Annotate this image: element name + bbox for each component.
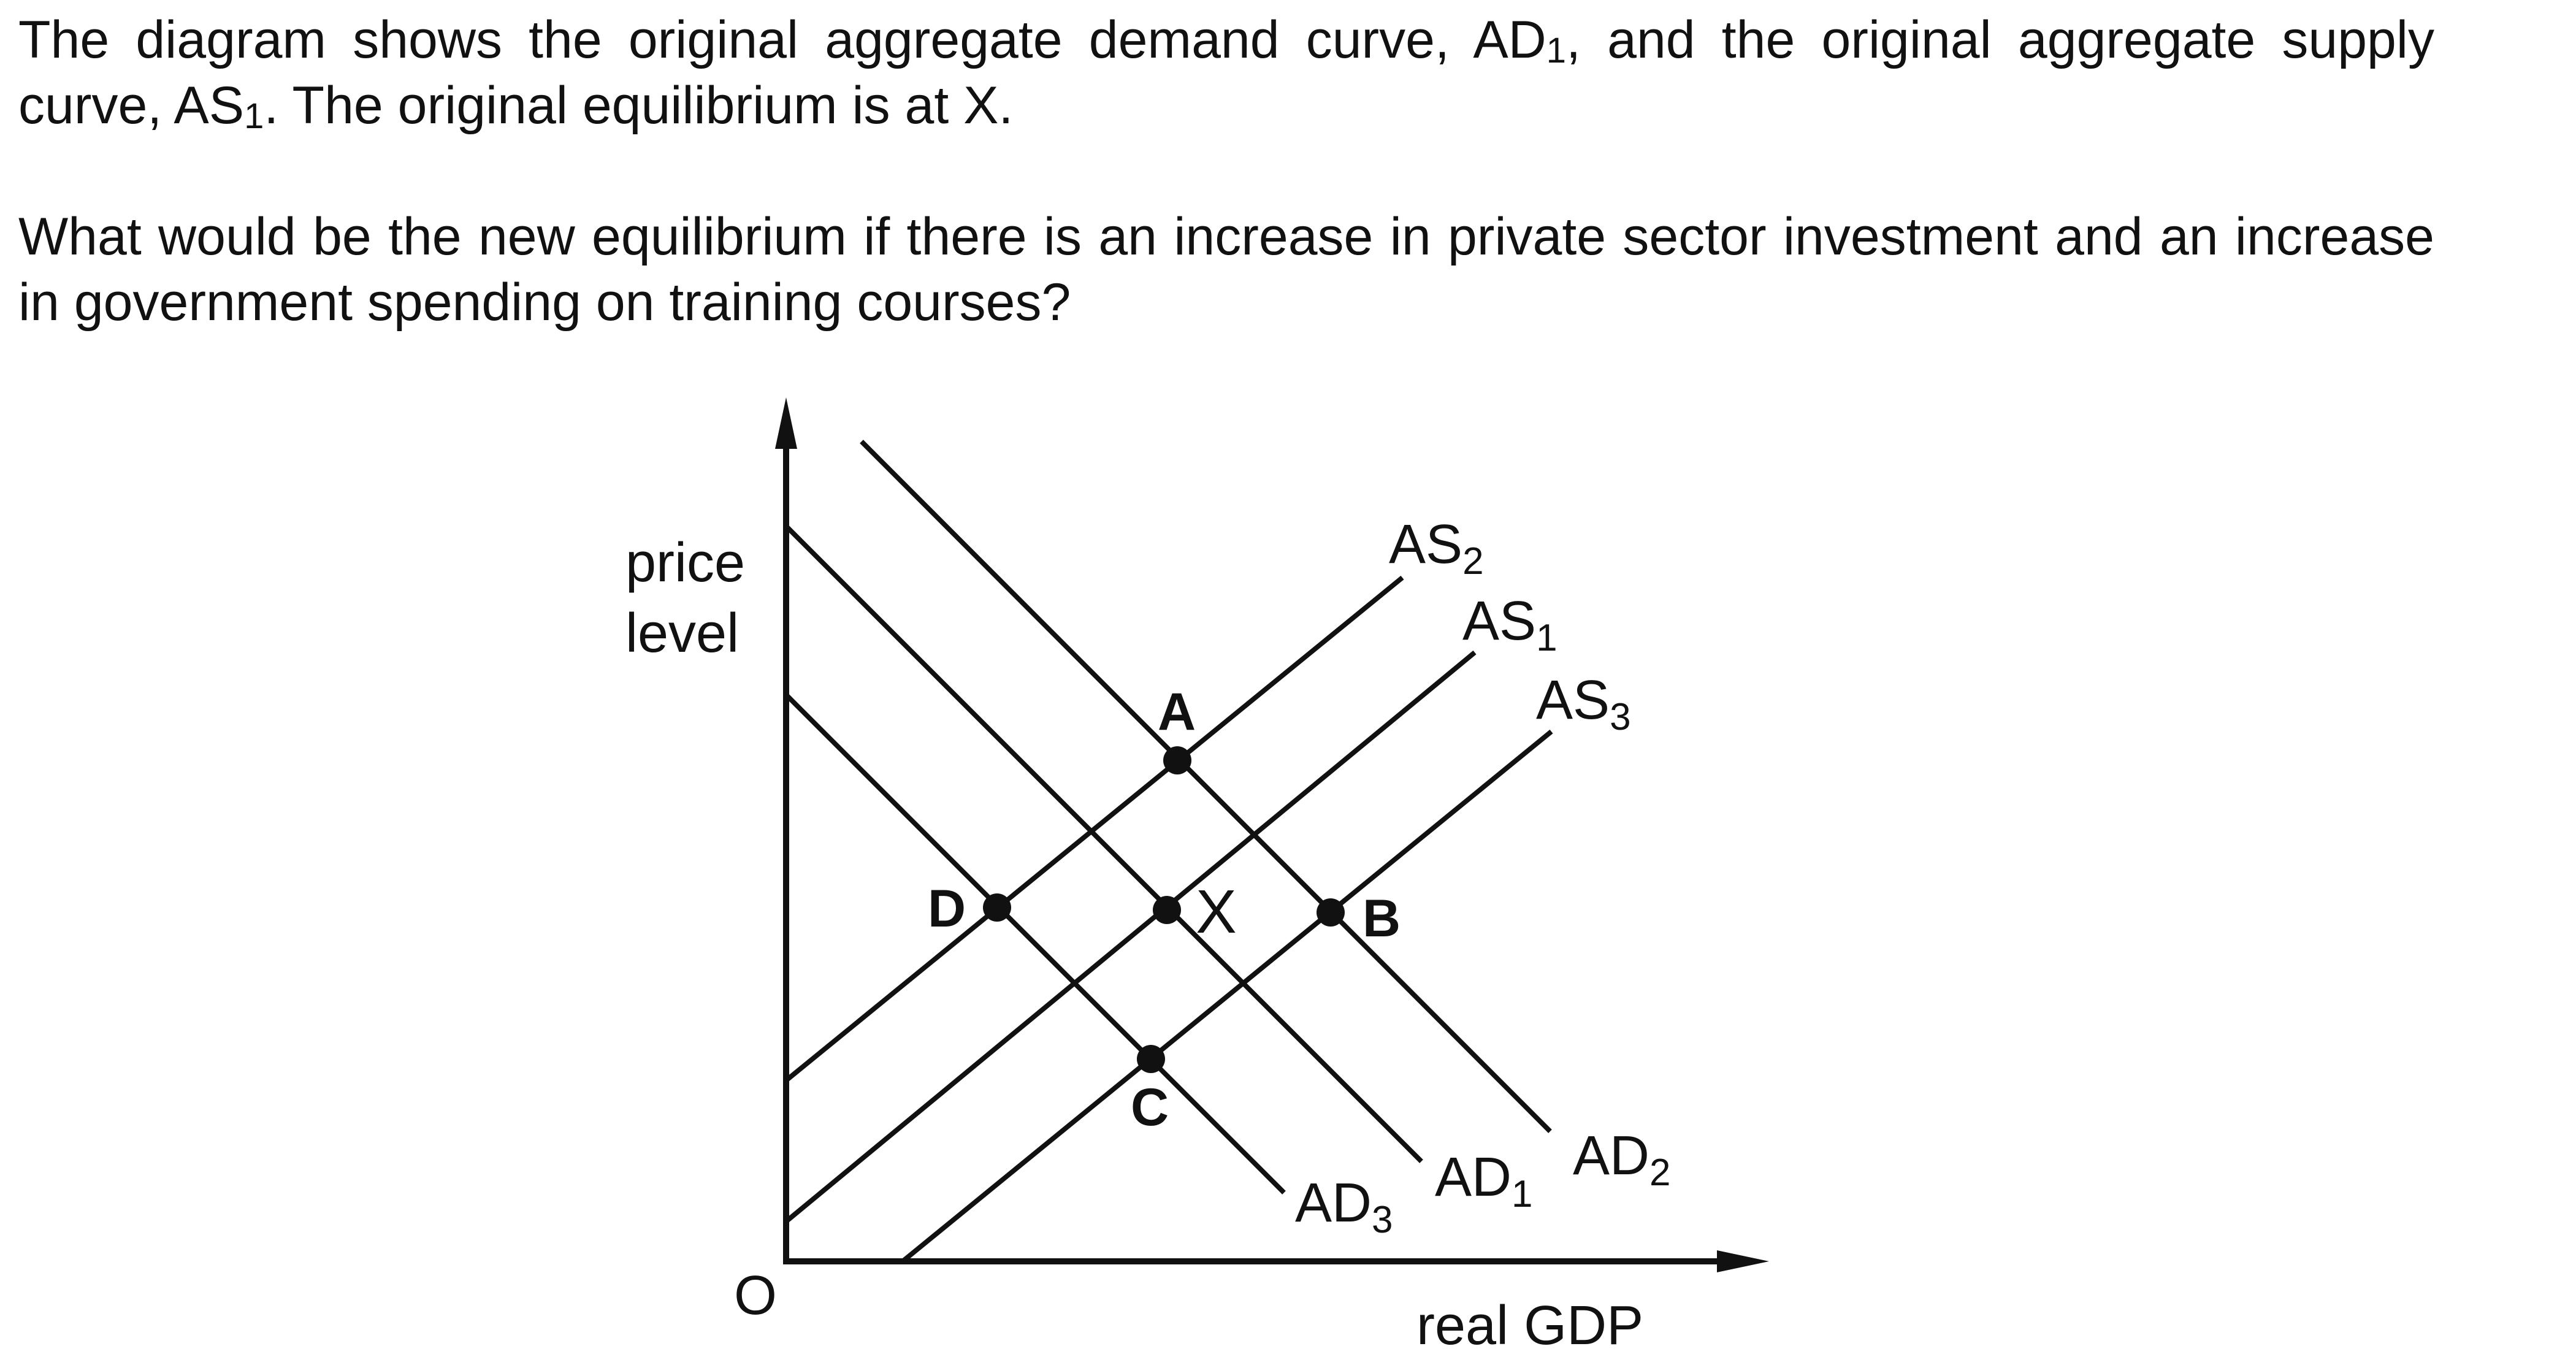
y-axis-label-level: level [625, 603, 739, 664]
as2-curve [784, 575, 1404, 1083]
ad1-curve [784, 524, 1423, 1163]
intro-text-part3: . The original equilibrium is at X. [264, 76, 1014, 135]
point-x-label: X [1196, 877, 1237, 946]
y-axis-label-price: price [625, 532, 745, 594]
ad1-subscript: 1 [1546, 31, 1567, 71]
point-b-dot [1317, 898, 1345, 927]
intro-text-part2: , and the original aggregate supply curv… [18, 10, 2434, 135]
ad2-label: AD2 [1573, 1125, 1671, 1194]
intro-text-part1: The diagram shows the original aggregate… [18, 10, 1546, 69]
ad2-curve [860, 440, 1552, 1133]
question-prompt: What would be the new equilibrium if the… [18, 207, 2434, 332]
as3-label: AS3 [1536, 670, 1631, 738]
as2-label: AS2 [1389, 514, 1484, 583]
as1-subscript: 1 [244, 96, 264, 136]
ad1-label: AD1 [1435, 1147, 1533, 1215]
point-a-dot [1163, 746, 1191, 774]
x-axis-arrow [1717, 1250, 1769, 1272]
x-axis-label: real GDP [1416, 1295, 1643, 1356]
point-a-label: A [1158, 682, 1196, 741]
ad3-label: AD3 [1295, 1172, 1393, 1241]
point-d-label: D [928, 879, 966, 938]
question-text: The diagram shows the original aggregate… [18, 7, 2434, 335]
ad3-curve [784, 693, 1286, 1195]
point-c-label: C [1131, 1078, 1169, 1137]
point-x-dot [1153, 896, 1181, 924]
as1-label: AS1 [1462, 591, 1557, 659]
as3-curve [901, 729, 1553, 1264]
origin-label: O [734, 1265, 777, 1326]
point-d-dot [983, 893, 1011, 922]
point-c-dot [1137, 1045, 1165, 1073]
as1-curve [784, 650, 1477, 1224]
y-axis-arrow [775, 397, 797, 449]
question-intro: The diagram shows the original aggregate… [18, 7, 2434, 139]
point-b-label: B [1363, 889, 1401, 948]
